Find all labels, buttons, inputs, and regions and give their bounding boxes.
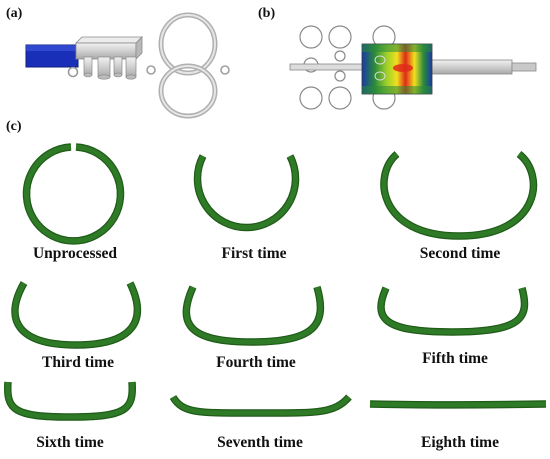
ring-stage-caption: Eighth time bbox=[421, 434, 499, 451]
forming-die-assembly bbox=[67, 36, 143, 80]
roller-cylinders bbox=[67, 56, 137, 80]
ring-profile bbox=[5, 381, 135, 420]
panel-a-label: (a) bbox=[6, 6, 23, 21]
ring-stage-caption: Unprocessed bbox=[33, 245, 117, 262]
panel-b-label: (b) bbox=[258, 6, 275, 21]
ring-stage-caption: Sixth time bbox=[36, 434, 104, 451]
ring-profile bbox=[378, 287, 527, 335]
ring-stage-3: Second time bbox=[380, 151, 538, 262]
ring-stage-5: Fourth time bbox=[182, 285, 325, 371]
ring-stage-caption: Fourth time bbox=[216, 354, 296, 371]
panel-b: (b) bbox=[258, 6, 537, 110]
roll-array-top-view bbox=[299, 25, 396, 110]
ring-stage-6: Fifth time bbox=[377, 286, 529, 367]
ring-stage-4: Third time bbox=[11, 281, 142, 371]
ring-roll-lower bbox=[158, 63, 218, 119]
ring-profile bbox=[170, 395, 351, 416]
panel-c-label: (c) bbox=[6, 119, 22, 134]
ring-profile bbox=[24, 144, 123, 244]
ring-profile bbox=[183, 285, 323, 345]
ring-roll-upper bbox=[158, 12, 218, 76]
panel-c: (c) Unprocessed First time Second timeThir… bbox=[3, 119, 547, 451]
panel-a: (a) bbox=[6, 6, 230, 119]
ring-stage-caption: First time bbox=[222, 245, 287, 262]
ring-profile bbox=[369, 401, 547, 408]
fem-stress-contour bbox=[361, 43, 433, 95]
small-rollers bbox=[146, 65, 230, 75]
ring-stage-caption: Fifth time bbox=[422, 350, 488, 367]
ring-stage-9: Eighth time bbox=[369, 400, 547, 451]
ring-stage-caption: Seventh time bbox=[217, 434, 303, 451]
ring-stage-7: Sixth time bbox=[3, 381, 137, 451]
ring-profile bbox=[12, 281, 140, 348]
ring-stage-caption: Third time bbox=[42, 354, 114, 371]
ring-profile bbox=[381, 152, 536, 239]
tube-mandrel bbox=[289, 59, 537, 75]
ring-stage-caption: Second time bbox=[420, 245, 501, 262]
ring-stage-1: Unprocessed bbox=[22, 143, 125, 262]
ring-stage-8: Seventh time bbox=[169, 394, 352, 451]
ring-profile bbox=[195, 154, 298, 230]
mandrel-rod bbox=[25, 44, 79, 68]
ring-stage-2: First time bbox=[193, 154, 300, 262]
